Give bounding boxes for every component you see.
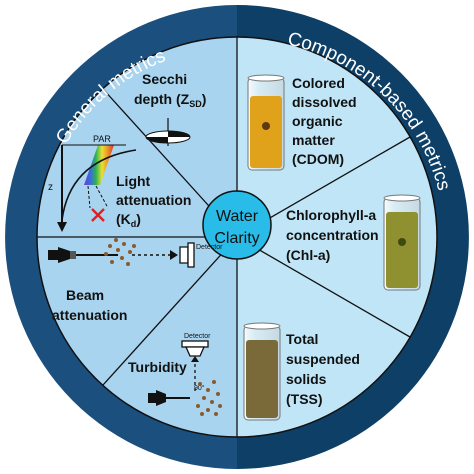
tss-label-1: Total: [286, 331, 318, 347]
par-light-icon: [57, 144, 137, 232]
component-metrics-panel: [237, 37, 437, 437]
center-circle: [202, 190, 272, 260]
light-label-2: attenuation: [116, 192, 191, 208]
tss-label-2: suspended: [286, 351, 360, 367]
center-line-2: Clarity: [214, 230, 259, 247]
turbidity-particles: [196, 380, 222, 416]
light-attenuation-segment: PAR z Light attenuation (Kd): [48, 134, 191, 232]
angle-label: 90°: [194, 384, 205, 392]
beam-label-1: Beam: [66, 287, 104, 303]
chla-vial-icon: [383, 194, 421, 291]
secchi-label-1: Secchi: [142, 71, 187, 87]
chla-label-3: (Chl-a): [286, 247, 330, 263]
cross-mark-icon: [91, 208, 105, 222]
secchi-disk-icon: [145, 118, 191, 146]
beam-label-2: attenuation: [52, 307, 127, 323]
detector-icon: [179, 242, 195, 268]
secchi-segment: Secchi depth (ZSD): [134, 71, 206, 146]
par-label: PAR: [93, 134, 111, 144]
tss-vial-icon: [243, 322, 281, 421]
chla-segment: Chlorophyll-a concentration (Chl-a): [286, 194, 421, 291]
cdom-segment: Colored dissolved organic matter (CDOM): [247, 74, 357, 171]
beam-source-icon: [48, 247, 76, 263]
tss-label-4: (TSS): [286, 391, 323, 407]
segment-dividers: [37, 37, 411, 437]
turbidity-segment: Detector Turbidity 90°: [128, 333, 222, 416]
light-label-3: (Kd): [116, 211, 141, 229]
beam-attenuation-segment: Detector Beam attenuation: [48, 238, 223, 323]
cdom-label-2: dissolved: [292, 94, 357, 110]
turbidity-detector-label: Detector: [184, 333, 211, 340]
cdom-label-1: Colored: [292, 75, 345, 91]
center-line-1: Water: [216, 208, 259, 225]
depth-axis-label: z: [48, 182, 53, 193]
tss-segment: Total suspended solids (TSS): [243, 322, 360, 421]
cdom-label-5: (CDOM): [292, 151, 344, 167]
cdom-vial-icon: [247, 74, 285, 171]
chla-label-1: Chlorophyll-a: [286, 207, 376, 223]
chla-label-2: concentration: [286, 227, 379, 243]
beam-arrowhead: [170, 250, 178, 260]
light-label-1: Light: [116, 173, 151, 189]
turbidity-source-icon: [148, 390, 166, 406]
turbidity-label: Turbidity: [128, 359, 187, 375]
turbidity-detector-icon: [181, 340, 209, 357]
cdom-label-3: organic: [292, 113, 343, 129]
beam-particles: [104, 238, 136, 266]
tss-label-3: solids: [286, 371, 327, 387]
secchi-label-2: depth (ZSD): [134, 91, 206, 109]
scatter-arrowhead: [191, 356, 199, 362]
beam-detector-label: Detector: [196, 244, 223, 251]
inner-circle-outline: [36, 36, 438, 438]
cdom-label-4: matter: [292, 132, 335, 148]
